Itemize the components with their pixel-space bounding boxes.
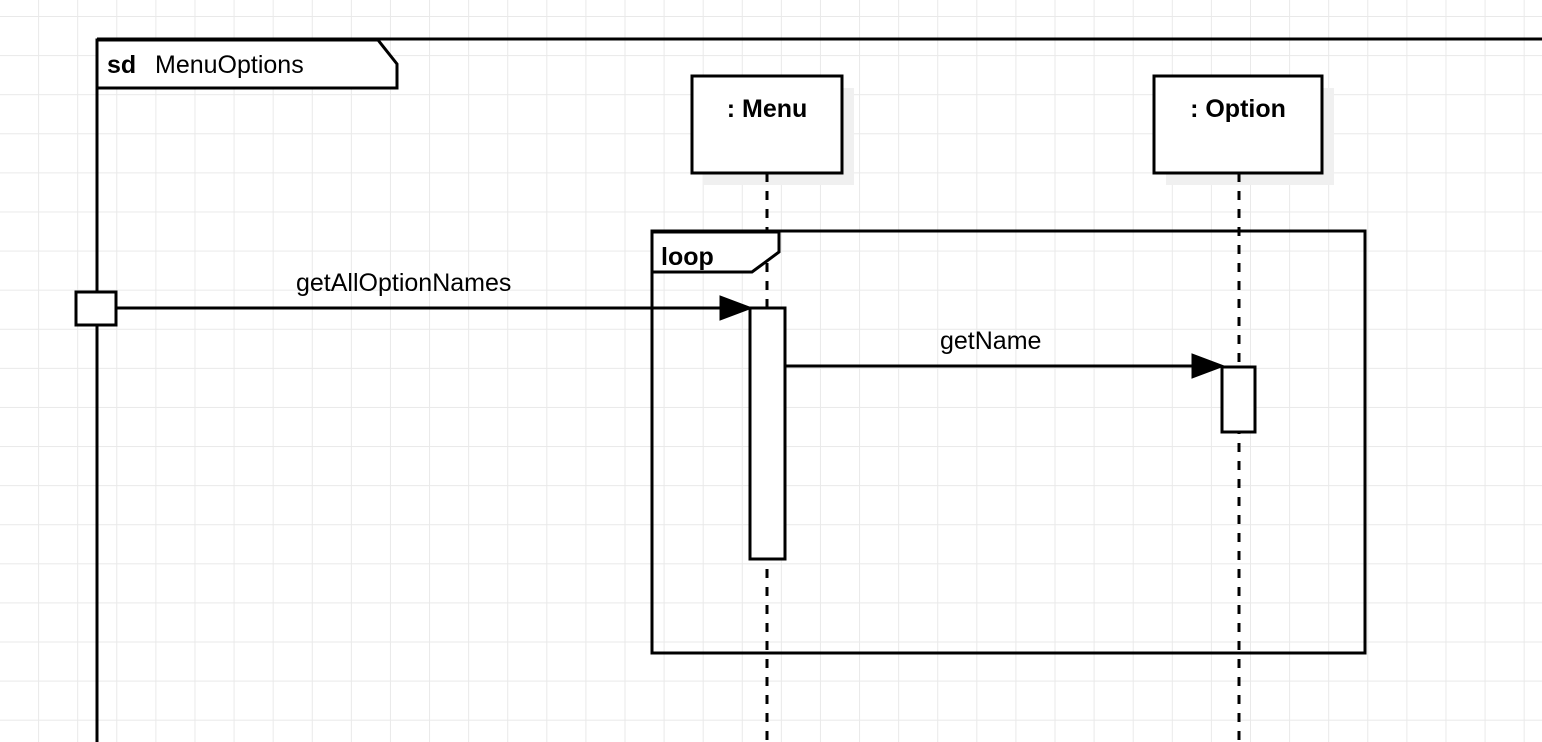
message-getAllOptionNames-label: getAllOptionNames [296, 269, 512, 297]
sd-frame-label-tab [95, 38, 399, 90]
message-getAllOptionNames-arrowhead [719, 295, 754, 321]
loop-fragment-box [650, 229, 1367, 655]
option-object-box[interactable] [1152, 74, 1324, 175]
sd-frame-name: MenuOptions [155, 51, 304, 79]
option-activation-bar[interactable] [1220, 365, 1257, 434]
loop-fragment-label-tab [650, 230, 781, 274]
actor-activation-bar[interactable] [74, 290, 118, 327]
menu-object-label: : Menu [726, 95, 808, 123]
loop-fragment-keyword: loop [661, 243, 714, 271]
option-object-label: : Option [1190, 95, 1286, 123]
message-getName-arrowhead [1191, 353, 1226, 379]
menu-object-box[interactable] [690, 74, 844, 175]
sd-frame-keyword: sd [107, 51, 137, 79]
menu-activation-bar[interactable] [748, 306, 787, 561]
message-getName-label: getName [940, 327, 1042, 355]
